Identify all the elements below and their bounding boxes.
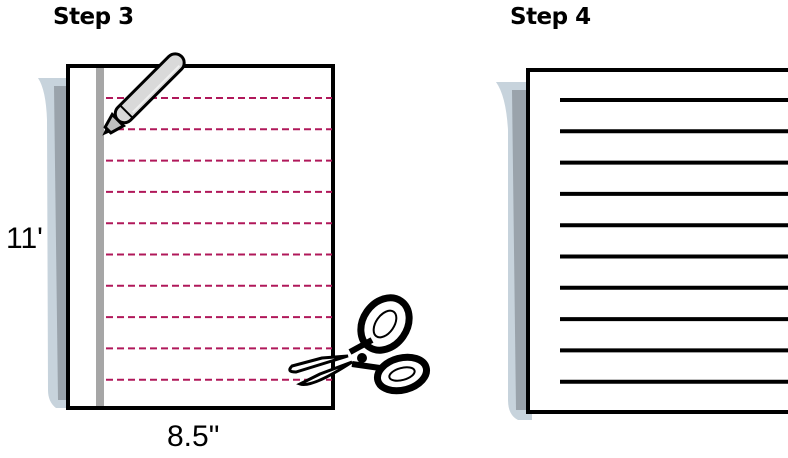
step-3-title: Step 3 [53, 4, 134, 30]
step-4-paper-group [496, 68, 788, 420]
step-3-paper-group [38, 52, 431, 410]
width-label: 8.5" [167, 420, 220, 453]
pen-icon [102, 52, 186, 136]
scissors-icon [288, 294, 431, 395]
step-4-title: Step 4 [510, 4, 591, 30]
step-4-strips [560, 98, 788, 384]
step-4-paper [526, 68, 788, 414]
step-3-paper [66, 64, 335, 410]
step-3-margin-strip [96, 68, 104, 406]
step-3-cut-lines [106, 97, 332, 381]
height-label: 11' [6, 222, 43, 255]
